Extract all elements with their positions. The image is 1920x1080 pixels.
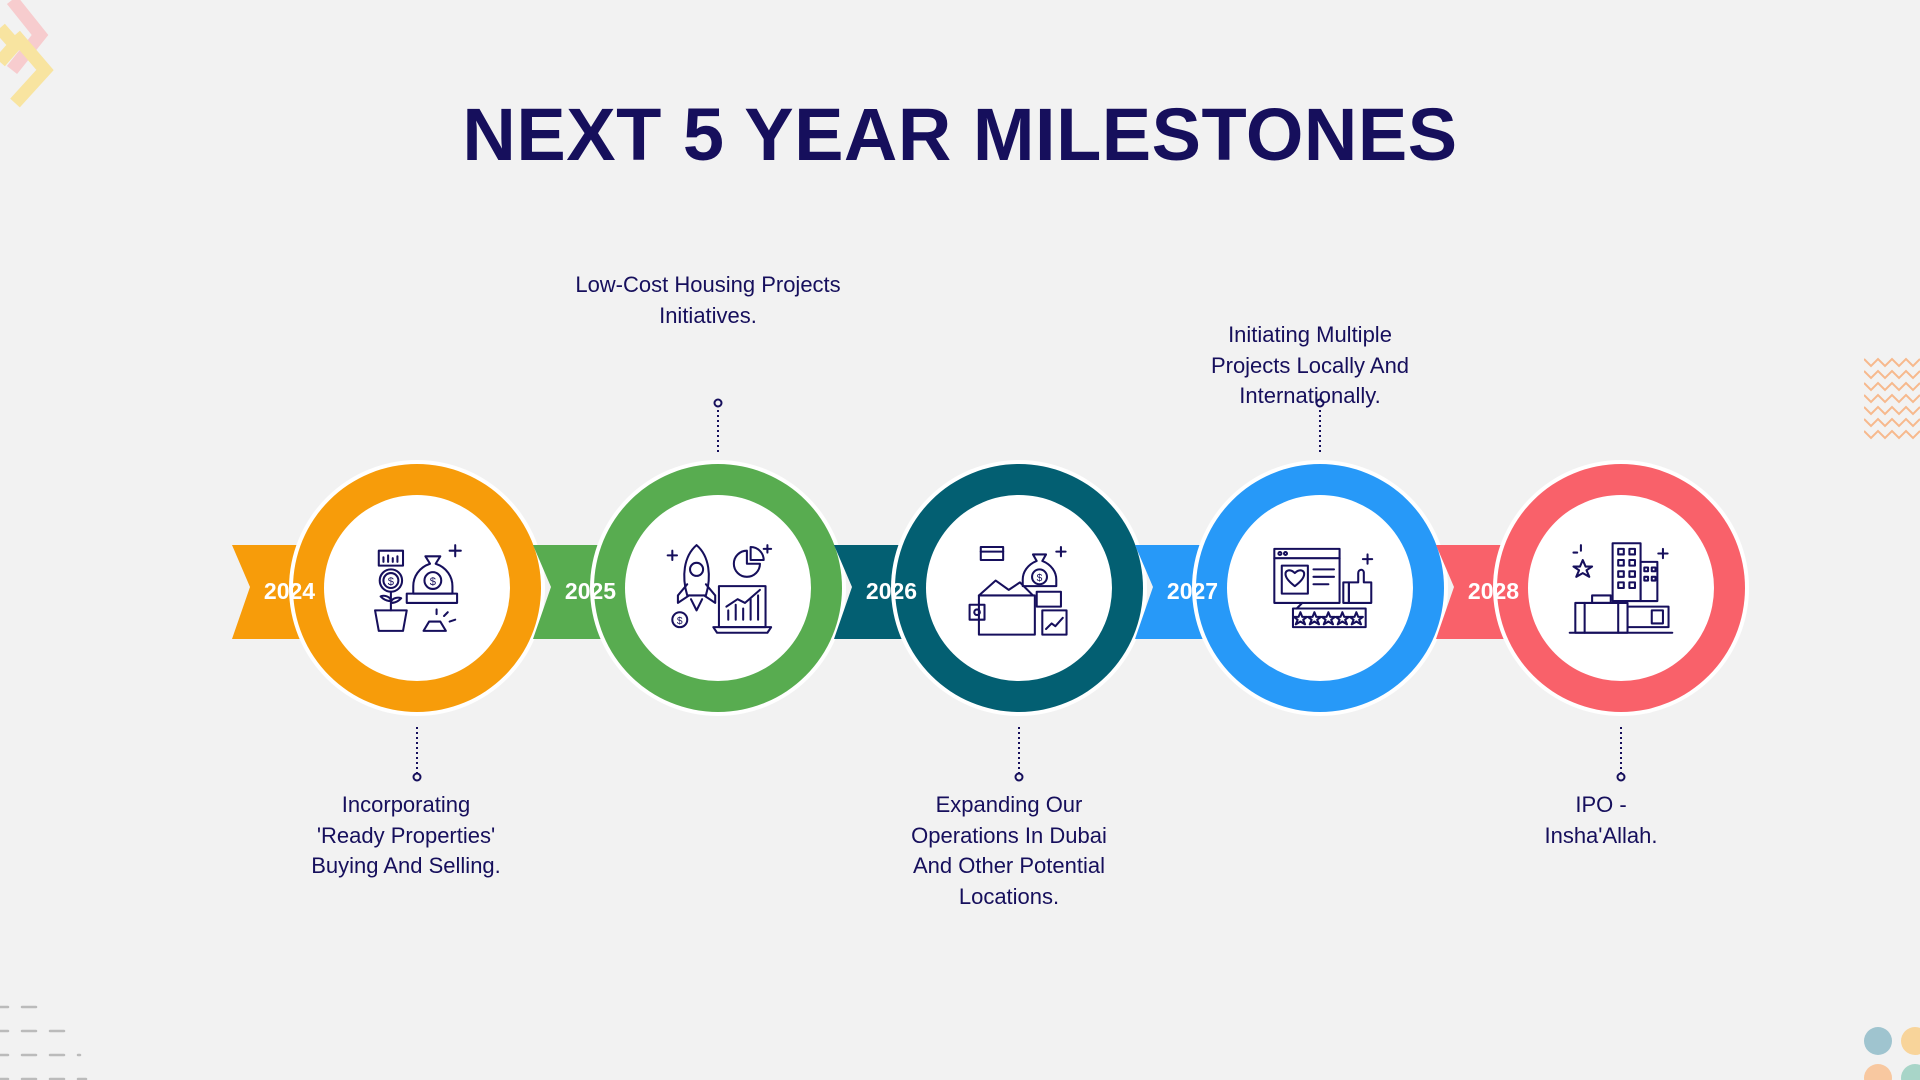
year-label: 2026 [865,578,918,604]
milestone-description: Low-Cost Housing Projects Initiatives. [575,272,841,328]
svg-text:$: $ [388,576,395,588]
dashes-pattern [0,1005,88,1080]
year-label: 2028 [1467,578,1520,604]
connector-line [713,398,723,453]
milestone-2026: 2026 $ Expanding Our Operations In Dubai… [834,455,1164,909]
page-title: NEXT 5 YEAR MILESTONES [462,93,1458,176]
milestone-2024: 2024 $ $ Incorporating 'Ready Properties… [232,455,562,878]
milestone-description: IPO - Insha'Allah. [1544,792,1658,848]
dots-pattern [1864,1027,1920,1080]
wallet-expansion-icon: $ [968,545,1068,636]
connector-line [1616,727,1626,782]
top-left-chevrons [0,0,54,108]
milestone-2028: 2028 IPO - Insha'Allah. [1436,455,1766,848]
connector-line [1014,727,1024,782]
milestone-shape [1135,460,1448,716]
city-buildings-icon [1568,542,1674,634]
milestone-shape [232,460,545,716]
zigzag-pattern [1864,357,1920,440]
milestone-description: Initiating Multiple Projects Locally And… [1210,322,1410,408]
year-label: 2027 [1166,578,1219,604]
startup-rocket-icon: $ [666,544,773,634]
milestone-description: Expanding Our Operations In Dubai And Ot… [911,792,1107,909]
milestone-description: Incorporating 'Ready Properties' Buying … [311,792,501,878]
milestone-2027: 2027 Initiating Multiple Projects Locall… [1135,322,1465,720]
milestone-2025: 2025 $ Low-Cost Housing Projects Initiat… [533,272,863,720]
svg-text:$: $ [1037,573,1043,584]
svg-text:$: $ [430,576,437,588]
svg-text:$: $ [677,616,683,627]
online-reviews-icon [1273,547,1374,629]
year-label: 2025 [564,578,617,604]
connector-line [1315,398,1325,453]
year-label: 2024 [263,578,316,604]
connector-line [412,727,422,782]
investment-growth-icon: $ $ [374,544,462,632]
